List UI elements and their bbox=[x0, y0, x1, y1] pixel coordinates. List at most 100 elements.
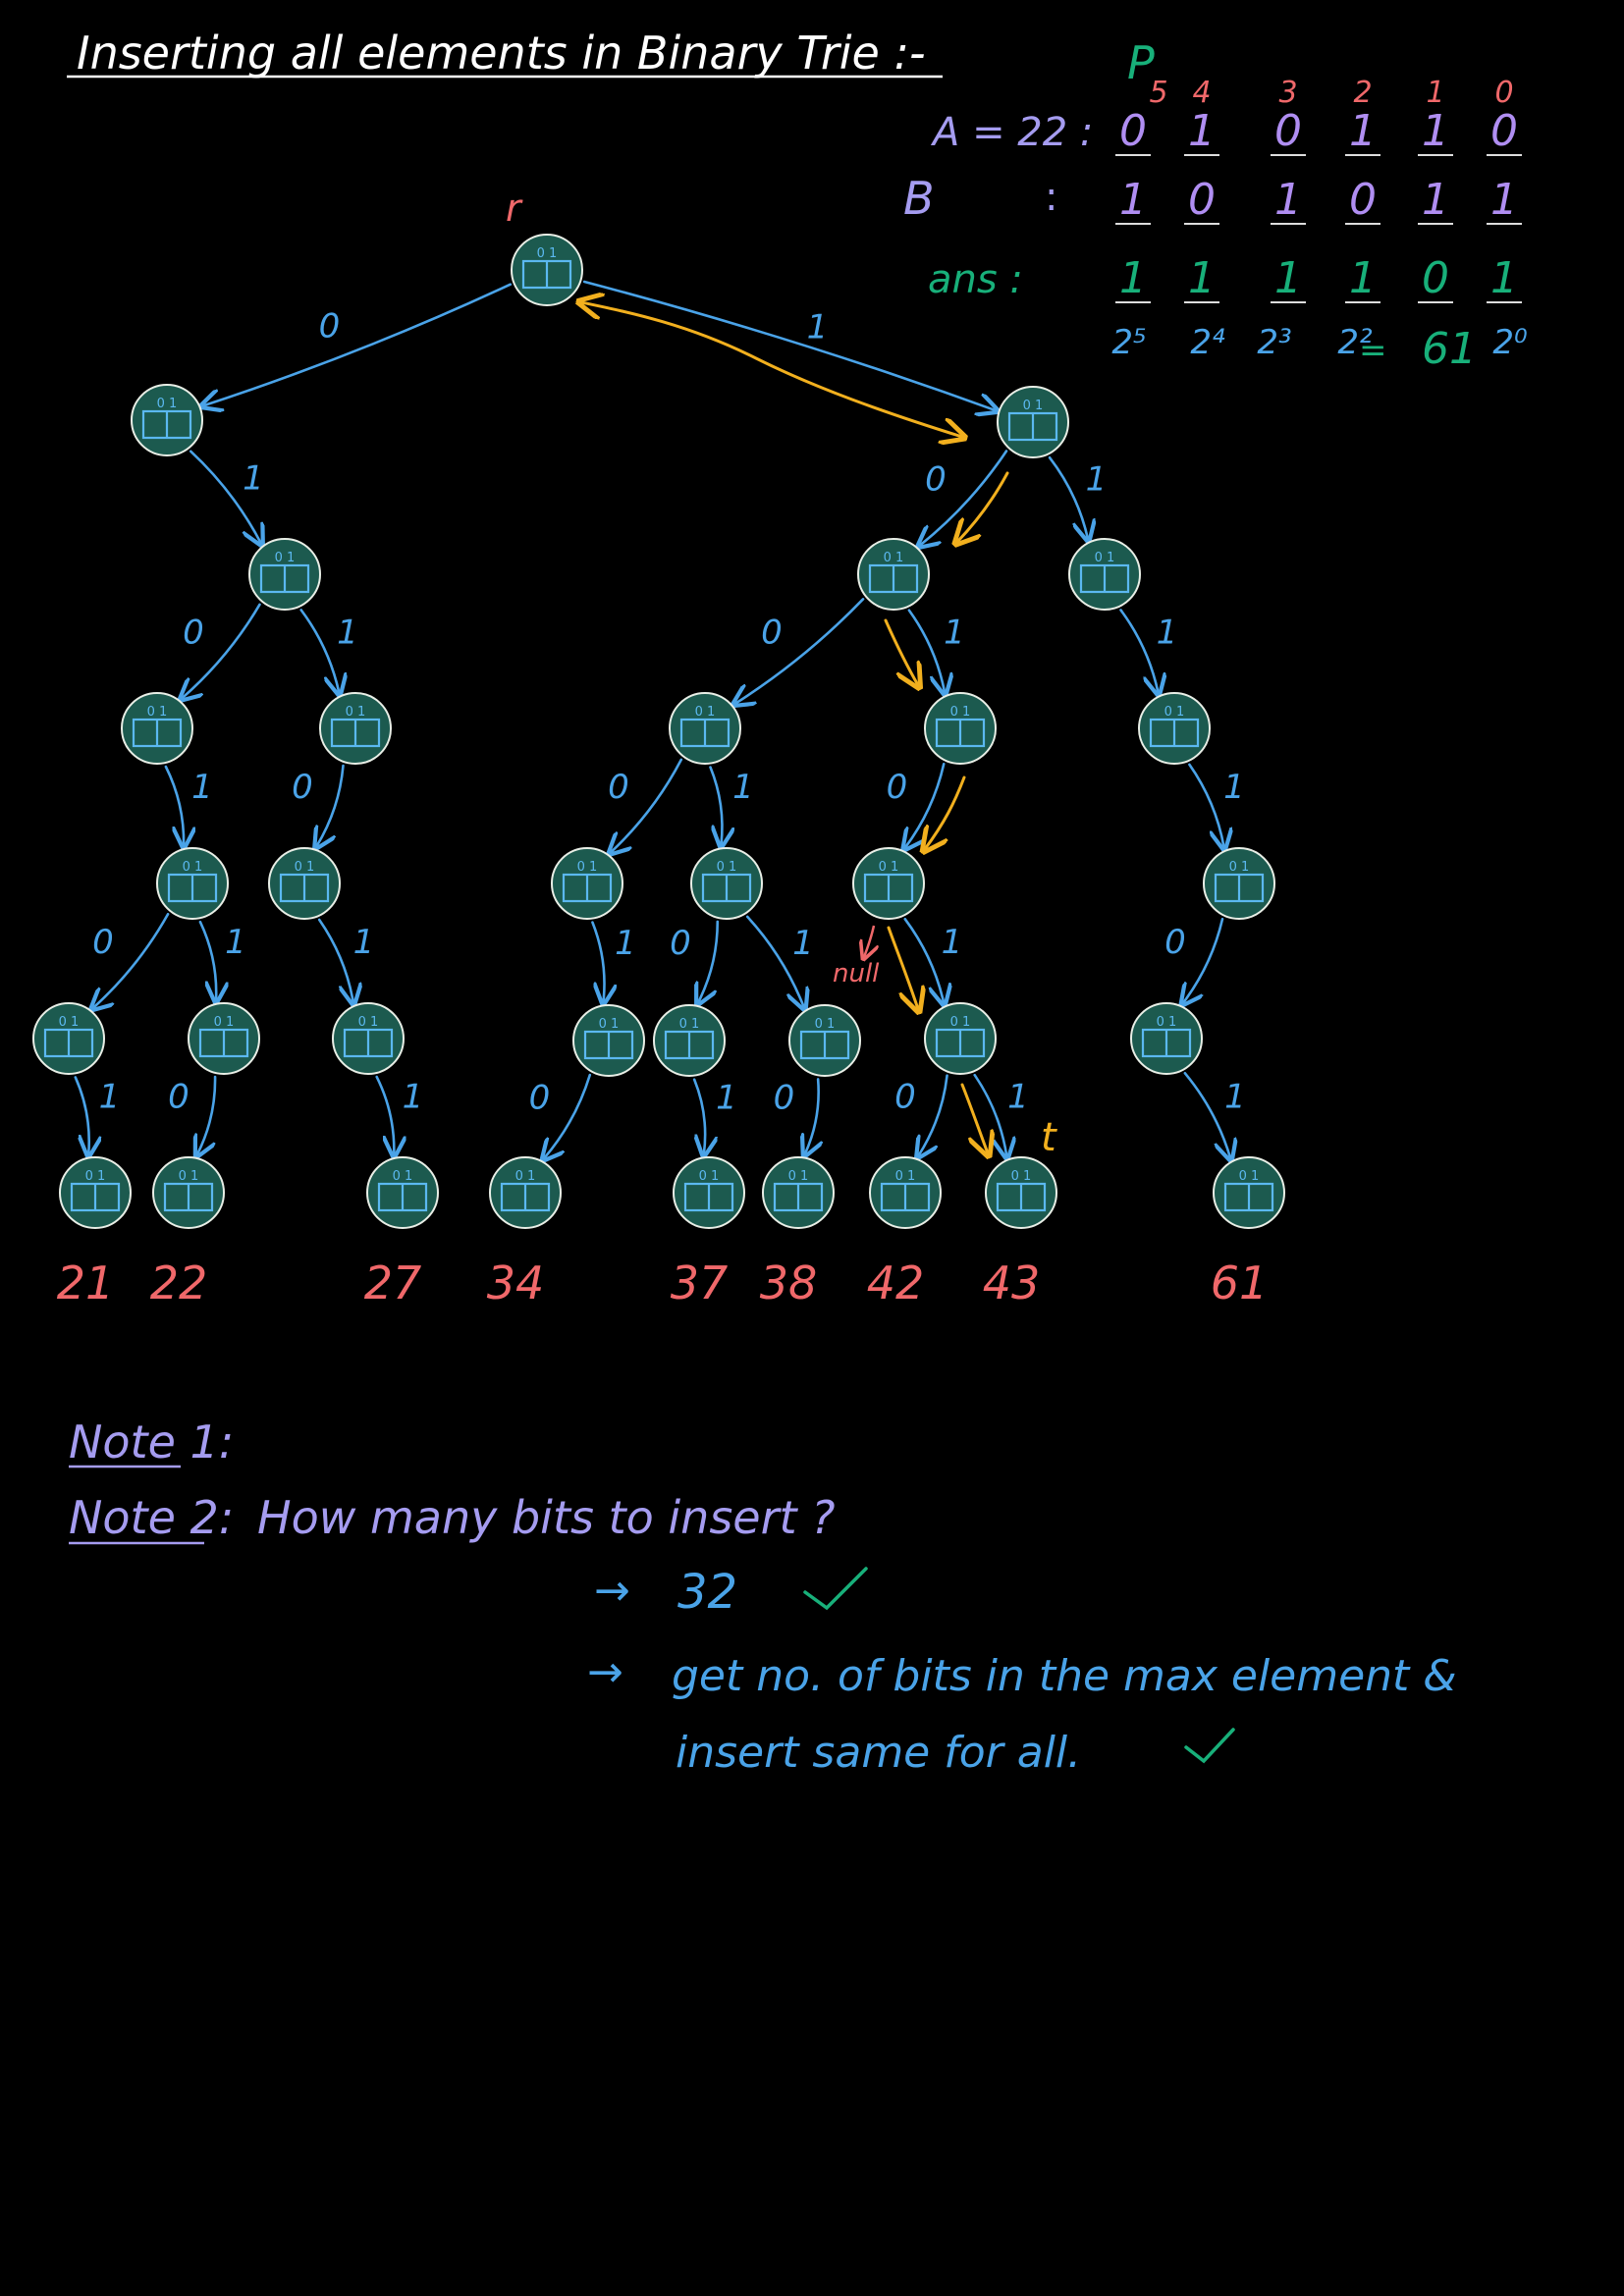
option2-line1: get no. of bits in the max element & bbox=[672, 1651, 1457, 1701]
trie-node-leaf38: 0 138 bbox=[760, 1156, 835, 1309]
trie-node-R0101: 0 1 bbox=[924, 1002, 997, 1075]
edge-L1101-leaf27 bbox=[375, 1075, 395, 1154]
node-cell-labels: 0 1 bbox=[393, 1169, 413, 1184]
b-colon: : bbox=[1045, 175, 1057, 220]
trie-node-leaf21: 0 121 bbox=[57, 1156, 132, 1309]
trie-node-R11: 0 1 bbox=[1138, 692, 1211, 765]
edge-bit-label: 0 bbox=[529, 1079, 551, 1118]
b-bit-0: 1 bbox=[1490, 175, 1518, 225]
edge-R1-R11 bbox=[1119, 609, 1158, 692]
edge-L101-L1011 bbox=[198, 920, 216, 1000]
node-cell-labels: 0 1 bbox=[214, 1015, 235, 1030]
b-bit-5: 1 bbox=[1119, 175, 1147, 225]
option2-check-icon bbox=[1184, 1728, 1235, 1764]
edge-R0011-leaf38 bbox=[805, 1078, 819, 1153]
path-segment-r0-to-r01 bbox=[884, 618, 918, 685]
target-label: t bbox=[1041, 1115, 1057, 1160]
ans-bit-2: 1 bbox=[1349, 253, 1377, 303]
leaf-value-34: 34 bbox=[487, 1256, 545, 1309]
trie-node-leaf42: 0 142 bbox=[867, 1156, 942, 1309]
trie-node-R0010: 0 1 bbox=[653, 1004, 726, 1077]
node-cell-labels: 0 1 bbox=[537, 246, 558, 261]
trie-node-L110: 0 1 bbox=[268, 847, 341, 920]
edge-R001-R0010 bbox=[698, 920, 720, 1002]
a-bit-4: 1 bbox=[1188, 106, 1216, 156]
edge-R00-R001 bbox=[709, 766, 723, 845]
node-cell-labels: 0 1 bbox=[1157, 1015, 1177, 1030]
node-cell-labels: 0 1 bbox=[1229, 860, 1250, 875]
node-cell-labels: 0 1 bbox=[815, 1017, 836, 1032]
notes-section: Note 1: Note 2: How many bits to insert … bbox=[69, 1415, 1457, 1778]
node-cell-labels: 0 1 bbox=[1095, 551, 1115, 565]
bit-index-5: 5 bbox=[1149, 76, 1167, 110]
trie-node-R0001: 0 1 bbox=[572, 1004, 645, 1077]
edge-R-R1 bbox=[1048, 455, 1088, 539]
edge-bit-label: 0 bbox=[774, 1079, 795, 1118]
edge-bit-label: 0 bbox=[292, 768, 313, 807]
edge-R010-R0101 bbox=[903, 918, 944, 1002]
root-label: r bbox=[506, 187, 523, 230]
trie-node-L1010: 0 1 bbox=[32, 1002, 105, 1075]
edge-bit-label: 1 bbox=[944, 614, 965, 653]
edge-bit-label: 1 bbox=[225, 923, 246, 962]
trie-node-leaf61: 0 161 bbox=[1211, 1156, 1285, 1309]
trie-node-R0: 0 1 bbox=[857, 538, 930, 611]
edge-bit-label: 1 bbox=[1224, 1078, 1246, 1117]
a-bit-1: 1 bbox=[1422, 106, 1449, 156]
b-bit-2: 0 bbox=[1349, 175, 1377, 225]
trie-node-L10: 0 1 bbox=[121, 692, 193, 765]
power-label: 2⁰ bbox=[1492, 323, 1528, 362]
edge-L10-L101 bbox=[164, 765, 184, 845]
edge-bit-label: 0 bbox=[761, 614, 783, 653]
path-segment-r010-to-r0101 bbox=[887, 926, 918, 1009]
ans-bit-5: 1 bbox=[1119, 253, 1147, 303]
b-bit-3: 1 bbox=[1274, 175, 1302, 225]
max-xor-search-path bbox=[581, 302, 1009, 1153]
ans-label: ans : bbox=[928, 257, 1023, 302]
edge-bit-label: 1 bbox=[716, 1079, 737, 1118]
trie-node-L1101: 0 1 bbox=[332, 1002, 405, 1075]
node-cell-labels: 0 1 bbox=[1023, 399, 1044, 413]
trie-node-R010: 0 1 bbox=[852, 847, 925, 920]
leaf-value-37: 37 bbox=[671, 1256, 729, 1309]
node-cell-labels: 0 1 bbox=[884, 551, 904, 565]
option1-arrow: → bbox=[594, 1566, 630, 1616]
edge-bit-label: 1 bbox=[807, 308, 829, 347]
edge-bit-label: 0 bbox=[168, 1078, 189, 1117]
edge-bit-label: 1 bbox=[243, 459, 264, 499]
node-cell-labels: 0 1 bbox=[157, 397, 178, 411]
a-bit-2: 1 bbox=[1349, 106, 1377, 156]
a-bit-5: 0 bbox=[1119, 106, 1147, 156]
edge-bit-label: 0 bbox=[608, 768, 629, 807]
bit-index-3: 3 bbox=[1278, 76, 1297, 110]
edge-L1-L10 bbox=[183, 603, 261, 698]
leaf-value-21: 21 bbox=[57, 1256, 115, 1309]
node-cell-labels: 0 1 bbox=[515, 1169, 536, 1184]
trie-node-root: 0 1 bbox=[511, 234, 583, 306]
edge-L101-L1010 bbox=[93, 912, 170, 1007]
edge-R11-R111 bbox=[1188, 763, 1223, 847]
trie-node-R0011: 0 1 bbox=[788, 1004, 861, 1077]
trie-node-L11: 0 1 bbox=[319, 692, 392, 765]
trie-node-R1110: 0 1 bbox=[1130, 1002, 1203, 1075]
leaf-value-43: 43 bbox=[983, 1256, 1041, 1309]
edge-R00-R000 bbox=[611, 758, 683, 852]
edge-R0101-leaf43 bbox=[973, 1073, 1007, 1156]
leaf-value-42: 42 bbox=[867, 1256, 925, 1309]
node-cell-labels: 0 1 bbox=[1239, 1169, 1260, 1184]
ans-bit-0: 1 bbox=[1490, 253, 1518, 303]
node-cell-labels: 0 1 bbox=[879, 860, 899, 875]
edge-bit-label: 0 bbox=[670, 924, 691, 963]
trie-node-R001: 0 1 bbox=[690, 847, 763, 920]
edge-bit-label: 1 bbox=[1007, 1078, 1029, 1117]
node-cell-labels: 0 1 bbox=[679, 1017, 700, 1032]
edge-bit-label: 1 bbox=[353, 923, 375, 962]
path-segment-root-to-r bbox=[581, 302, 962, 437]
edge-bit-label: 1 bbox=[191, 768, 213, 807]
trie-node-L: 0 1 bbox=[131, 384, 203, 456]
edge-bit-label: 1 bbox=[615, 924, 636, 963]
edge-root-L bbox=[203, 283, 513, 406]
edge-L1-L11 bbox=[299, 609, 340, 692]
edge-bit-label: 0 bbox=[894, 1078, 916, 1117]
trie-node-leaf43: 0 143 bbox=[983, 1156, 1057, 1309]
